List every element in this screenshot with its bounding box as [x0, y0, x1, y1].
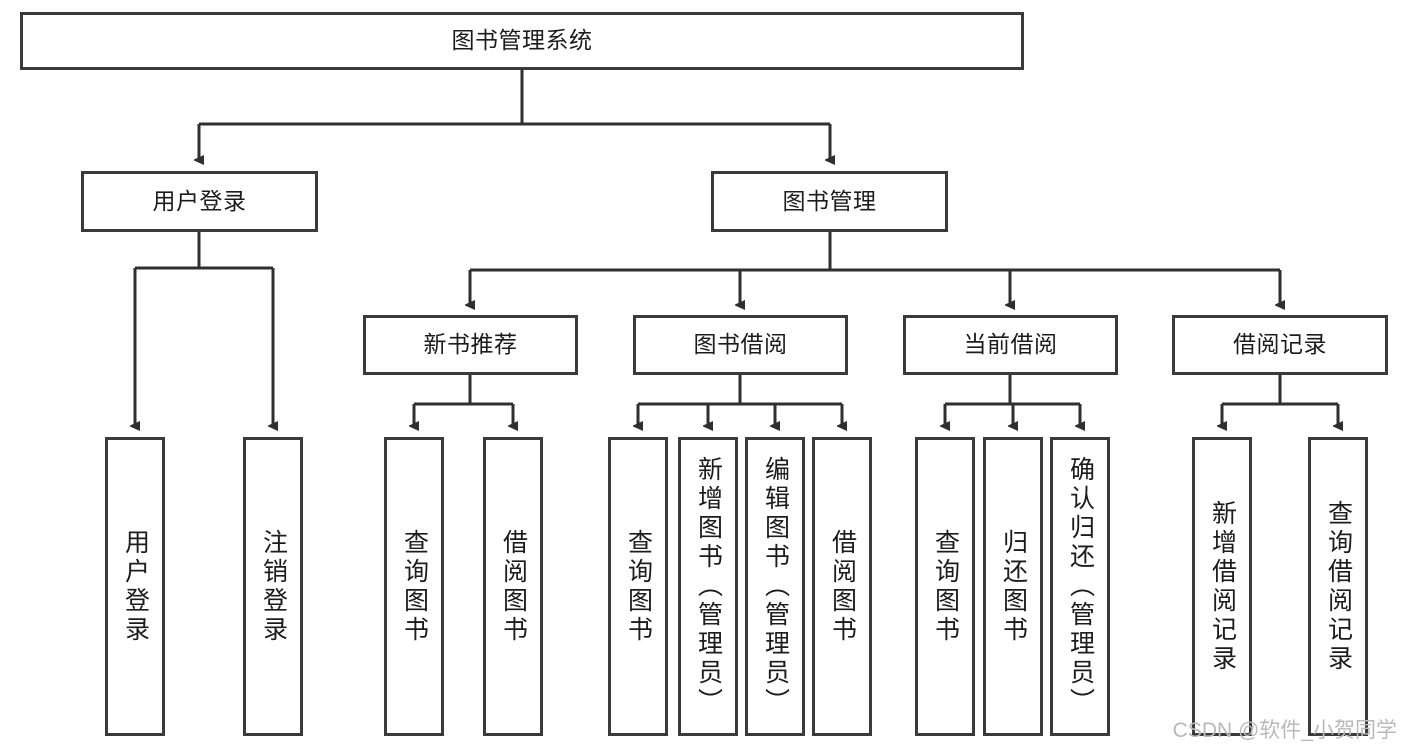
node-book-borrow[interactable]: 图书借阅 — [633, 315, 848, 375]
node-label: 当前借阅 — [963, 331, 1058, 358]
node-label: 图书管理系统 — [451, 27, 593, 54]
node-label: 新增借阅记录 — [1208, 499, 1237, 674]
node-borrow-record[interactable]: 借阅记录 — [1172, 315, 1388, 375]
node-label: 用户登录 — [121, 528, 150, 645]
node-label: 图书借阅 — [693, 331, 788, 358]
node-label: 确认归还（管理员） — [1066, 456, 1095, 717]
node-label: 查询图书 — [400, 528, 429, 645]
node-leaf-return-book[interactable]: 归还图书 — [983, 437, 1043, 736]
node-leaf-borrow-book-2[interactable]: 借阅图书 — [812, 437, 872, 736]
node-label: 查询借阅记录 — [1324, 499, 1353, 674]
node-label: 编辑图书（管理员） — [761, 456, 790, 717]
node-current-borrow[interactable]: 当前借阅 — [903, 315, 1118, 375]
node-leaf-add-borrow-record[interactable]: 新增借阅记录 — [1192, 437, 1252, 736]
node-label: 查询图书 — [931, 528, 960, 645]
node-label: 新书推荐 — [423, 331, 518, 358]
node-leaf-add-book-admin[interactable]: 新增图书（管理员） — [678, 437, 738, 736]
node-leaf-query-borrow-record[interactable]: 查询借阅记录 — [1308, 437, 1368, 736]
node-label: 借阅记录 — [1233, 331, 1327, 358]
node-label: 图书管理 — [782, 187, 877, 214]
node-label: 查询图书 — [624, 528, 653, 645]
node-leaf-user-login[interactable]: 用户登录 — [105, 437, 165, 736]
node-label: 借阅图书 — [828, 528, 857, 645]
node-label: 注销登录 — [259, 528, 288, 645]
node-new-book-recommend[interactable]: 新书推荐 — [363, 315, 578, 375]
node-leaf-query-book-1[interactable]: 查询图书 — [384, 437, 444, 736]
node-label: 借阅图书 — [499, 528, 528, 645]
node-leaf-edit-book-admin[interactable]: 编辑图书（管理员） — [745, 437, 805, 736]
node-label: 新增图书（管理员） — [694, 456, 723, 717]
node-title-book-management-system[interactable]: 图书管理系统 — [20, 12, 1024, 70]
node-leaf-borrow-book-1[interactable]: 借阅图书 — [483, 437, 543, 736]
node-leaf-query-book-3[interactable]: 查询图书 — [915, 437, 975, 736]
node-label: 归还图书 — [999, 528, 1028, 645]
node-label: 用户登录 — [152, 187, 247, 214]
node-user-login[interactable]: 用户登录 — [81, 171, 318, 232]
node-leaf-logout-login[interactable]: 注销登录 — [243, 437, 303, 736]
node-leaf-confirm-return-admin[interactable]: 确认归还（管理员） — [1050, 437, 1110, 736]
node-leaf-query-book-2[interactable]: 查询图书 — [608, 437, 668, 736]
node-book-management[interactable]: 图书管理 — [711, 171, 948, 232]
